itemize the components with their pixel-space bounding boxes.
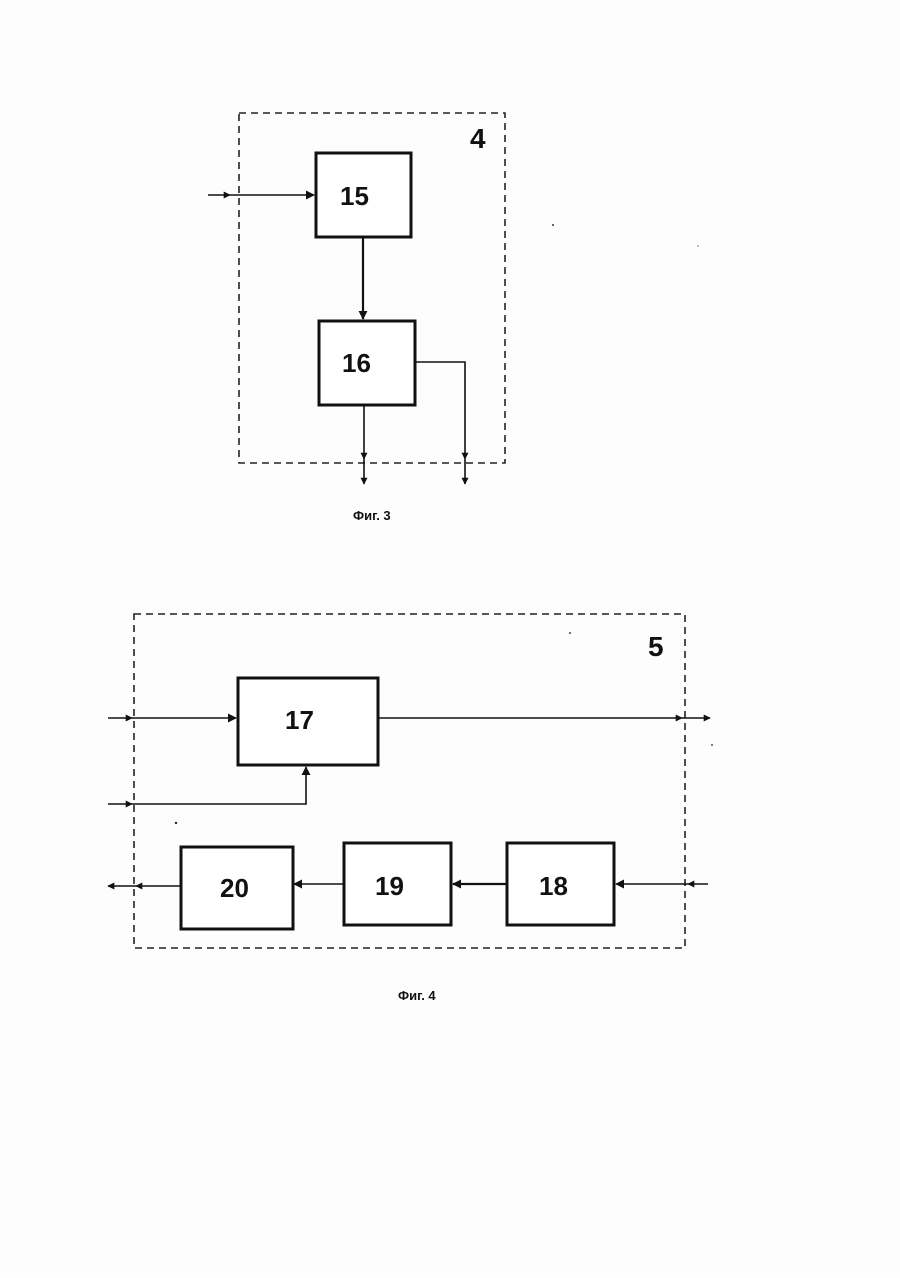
fig3-output-arrow-2-inner — [415, 362, 465, 459]
block-18-label: 18 — [539, 871, 568, 901]
fig3-frame-label: 4 — [470, 123, 486, 154]
fig3-caption: Фиг. 3 — [353, 508, 391, 523]
fig4-frame-label: 5 — [648, 631, 664, 662]
block-18: 18 — [507, 843, 614, 925]
block-17: 17 — [238, 678, 378, 765]
block-16: 16 — [319, 321, 415, 405]
block-19: 19 — [344, 843, 451, 925]
block-15: 15 — [316, 153, 411, 237]
block-17-label: 17 — [285, 705, 314, 735]
fig4-input-2 — [132, 767, 306, 804]
block-20: 20 — [181, 847, 293, 929]
figure-3: 4 15 16 Фиг. 3 — [208, 113, 505, 523]
block-19-label: 19 — [375, 871, 404, 901]
block-15-label: 15 — [340, 181, 369, 211]
block-16-label: 16 — [342, 348, 371, 378]
block-20-label: 20 — [220, 873, 249, 903]
fig4-caption: Фиг. 4 — [398, 988, 436, 1003]
figure-4: 5 17 18 19 — [108, 614, 710, 1003]
